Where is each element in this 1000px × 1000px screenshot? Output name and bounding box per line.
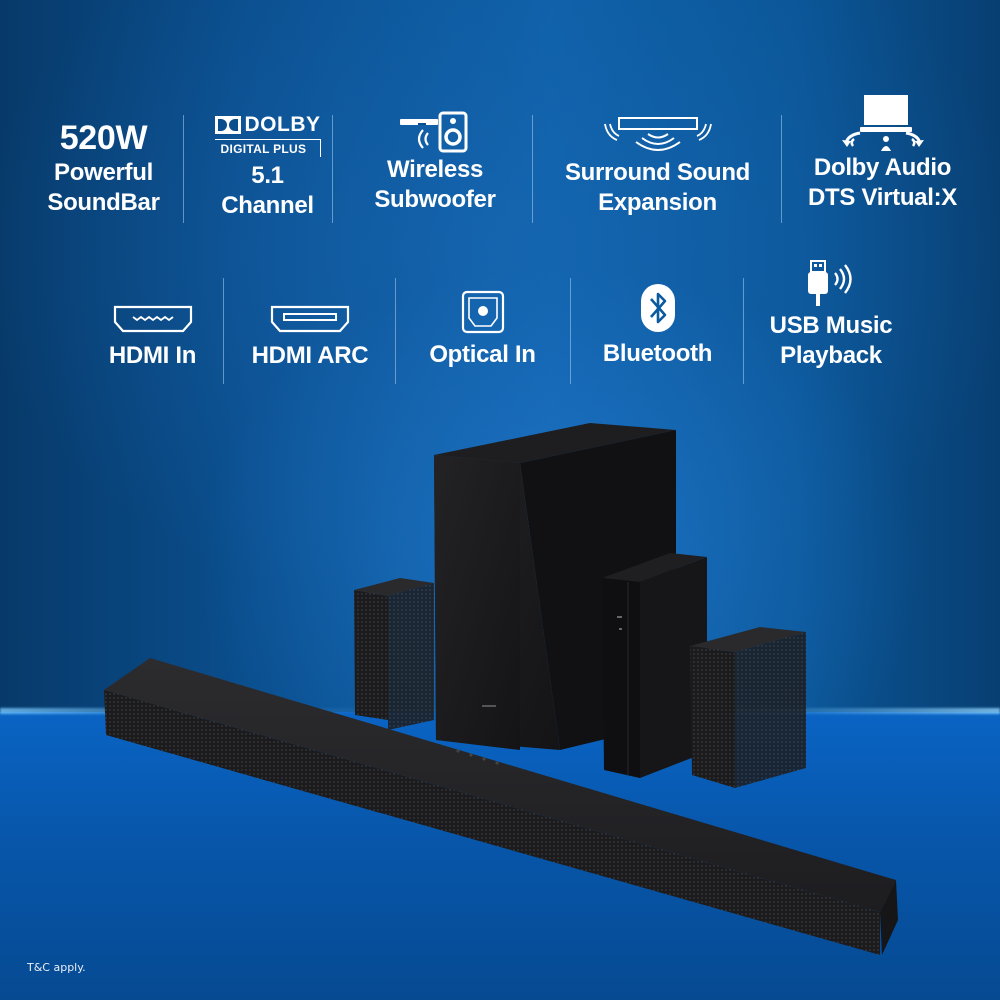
bluetooth-icon bbox=[640, 284, 675, 332]
feature-label-line2: Expansion bbox=[598, 189, 717, 216]
feature-label-line1: Powerful bbox=[54, 159, 153, 186]
feature-hdmi-arc: HDMI ARC bbox=[245, 305, 375, 371]
feature-label: HDMI ARC bbox=[251, 342, 369, 369]
floor-backdrop bbox=[0, 712, 1000, 1000]
divider bbox=[532, 115, 533, 223]
feature-label-line2: Channel bbox=[221, 192, 314, 219]
feature-label-line2: DTS Virtual:X bbox=[807, 184, 958, 211]
divider bbox=[781, 115, 782, 223]
wireless-subwoofer-icon bbox=[400, 111, 468, 153]
feature-optical-in: Optical In bbox=[415, 290, 550, 370]
feature-wireless-subwoofer: Wireless Subwoofer bbox=[355, 111, 515, 215]
terms-disclaimer: T&C apply. bbox=[27, 961, 86, 974]
feature-bluetooth: Bluetooth bbox=[590, 283, 725, 369]
soundbar bbox=[104, 658, 898, 955]
feature-label-line1: USB Music bbox=[769, 312, 893, 339]
feature-usb-playback: USB Music Playback bbox=[762, 259, 900, 371]
feature-label-line1: Wireless bbox=[386, 156, 484, 183]
divider bbox=[395, 278, 396, 384]
hdmi-port-icon bbox=[113, 305, 192, 333]
divider bbox=[743, 278, 744, 384]
feature-label-line1: Surround Sound bbox=[564, 159, 751, 186]
feature-label-line2: SoundBar bbox=[47, 189, 160, 216]
virtual-surround-tv-icon bbox=[841, 95, 924, 151]
divider bbox=[332, 115, 333, 223]
dolby-subtitle: DIGITAL PLUS bbox=[214, 139, 321, 157]
surround-soundbar-icon bbox=[603, 117, 712, 151]
power-rating: 520W bbox=[59, 119, 148, 157]
feature-label-line1: Dolby Audio bbox=[813, 154, 952, 181]
feature-label-line2: Playback bbox=[780, 342, 882, 369]
divider bbox=[223, 278, 224, 384]
samsung-logo bbox=[482, 705, 496, 707]
feature-power: 520W Powerful SoundBar bbox=[36, 118, 171, 218]
wireless-receiver-module bbox=[602, 553, 707, 778]
feature-label-line1: 5.1 bbox=[251, 162, 284, 189]
feature-dolby-channel: DOLBY DIGITAL PLUS 5.1 Channel bbox=[200, 114, 335, 221]
rear-speaker-right bbox=[690, 627, 806, 788]
feature-dolby-dts: Dolby Audio DTS Virtual:X bbox=[800, 93, 965, 213]
feature-hdmi-in: HDMI In bbox=[95, 305, 210, 371]
hdmi-arc-port-icon bbox=[270, 305, 350, 333]
feature-label-line2: Subwoofer bbox=[374, 186, 496, 213]
dolby-wordmark: DOLBY bbox=[244, 113, 321, 136]
feature-label: HDMI In bbox=[108, 342, 197, 369]
rear-speaker-left bbox=[354, 578, 434, 730]
feature-label: Optical In bbox=[429, 341, 536, 368]
feature-label: Bluetooth bbox=[602, 340, 713, 367]
optical-port-icon bbox=[461, 290, 504, 334]
divider bbox=[570, 278, 571, 384]
feature-surround-expansion: Surround Sound Expansion bbox=[555, 116, 760, 218]
usb-wireless-icon bbox=[808, 260, 852, 306]
divider bbox=[183, 115, 184, 223]
dolby-digital-plus-logo: DOLBY DIGITAL PLUS bbox=[214, 113, 321, 157]
dolby-double-d-icon bbox=[214, 116, 241, 134]
